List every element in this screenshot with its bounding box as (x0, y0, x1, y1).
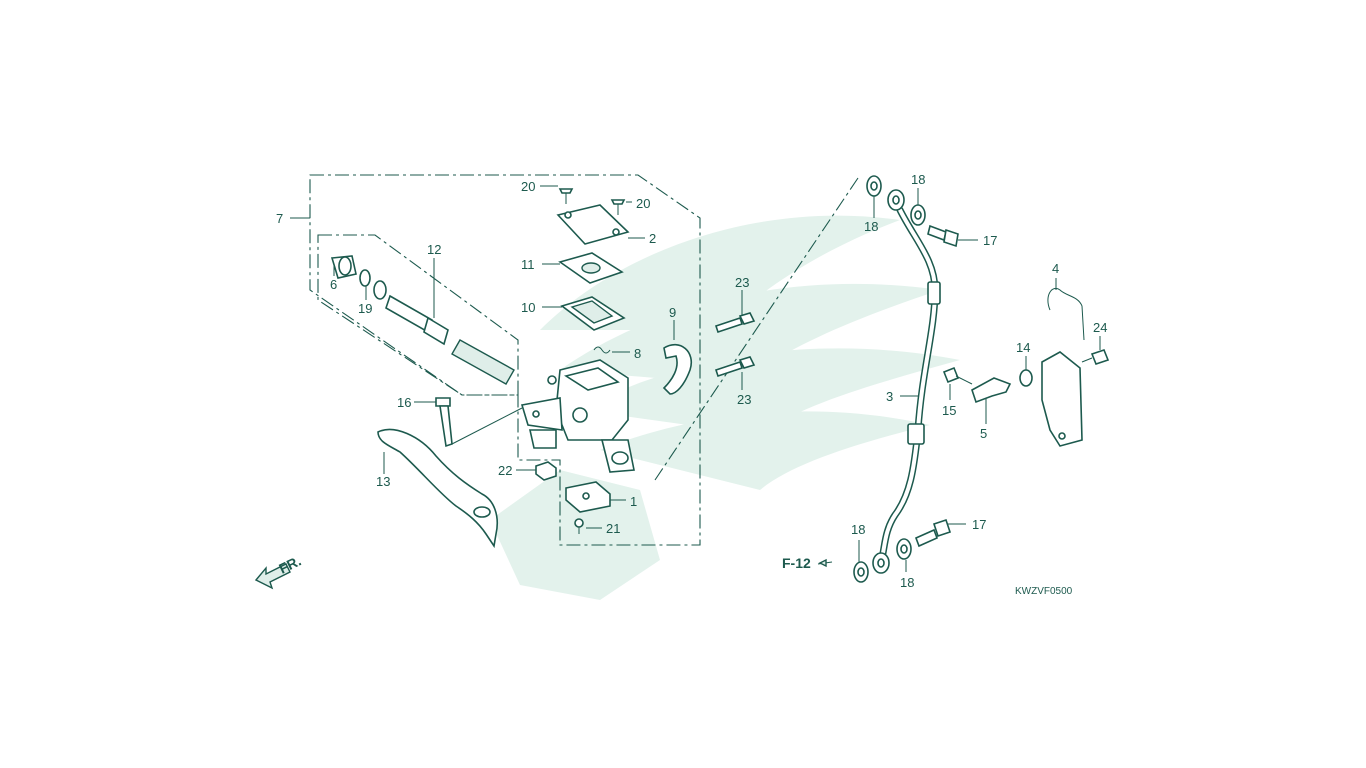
pivot-bolt-part-16 (435, 397, 523, 448)
washer-part-18a (866, 175, 882, 197)
label-part-16: 16 (397, 395, 411, 410)
circlip-part-19 (359, 269, 371, 287)
assembly-boundary-12 (317, 234, 519, 396)
hose-guide-part-5 (971, 377, 1012, 404)
label-part-12: 12 (427, 242, 441, 257)
label-part-7: 7 (276, 211, 283, 226)
bolt-part-23a (714, 312, 756, 334)
label-part-18c: 18 (851, 522, 865, 537)
label-part-17b: 17 (972, 517, 986, 532)
label-part-17a: 17 (983, 233, 997, 248)
oil-bolt-part-17a (927, 224, 959, 248)
label-part-1: 1 (630, 494, 637, 509)
reference-f12: F-12 (782, 555, 811, 571)
label-part-24: 24 (1093, 320, 1107, 335)
label-part-22: 22 (498, 463, 512, 478)
assembly-boundary-7 (309, 174, 701, 546)
label-part-19: 19 (358, 301, 372, 316)
label-part-18b: 18 (911, 172, 925, 187)
master-cylinder-body (520, 359, 635, 473)
label-part-3: 3 (886, 389, 893, 404)
screw-part-20b (610, 199, 626, 215)
label-part-8: 8 (634, 346, 641, 361)
label-part-6: 6 (330, 277, 337, 292)
hose-clip-part-4 (1047, 288, 1085, 341)
bolt-part-23b (714, 356, 756, 378)
label-part-18a: 18 (864, 219, 878, 234)
front-direction-arrow: FR. (254, 552, 304, 590)
plate-part-11 (558, 252, 624, 284)
label-part-10: 10 (521, 300, 535, 315)
label-part-5: 5 (980, 426, 987, 441)
hose-boundary (654, 177, 859, 481)
switch-part-1 (565, 481, 611, 513)
oil-bolt-part-17b (914, 518, 952, 548)
hose-upper-fitting (887, 189, 905, 211)
label-part-11: 11 (521, 257, 535, 272)
washer-piston (373, 280, 387, 300)
label-part-23b: 23 (737, 392, 751, 407)
boot-part-6 (330, 255, 357, 279)
screw-part-20 (558, 188, 574, 204)
washer-part-18c (853, 561, 869, 583)
reservoir-cap-part-2 (556, 204, 630, 245)
holder-part-9 (662, 343, 693, 395)
bracket-plate (1041, 351, 1083, 447)
diaphragm-part-10 (560, 296, 626, 331)
leader-lines (290, 185, 1101, 572)
washer-part-18d (896, 538, 912, 560)
label-part-4: 4 (1052, 261, 1059, 276)
bolt-part-15 (942, 366, 973, 385)
brake-lever-part-13 (377, 428, 498, 549)
clip-part-8 (593, 346, 611, 354)
collar-part-14 (1019, 369, 1033, 387)
washer-part-18b (910, 204, 926, 226)
label-part-18d: 18 (900, 575, 914, 590)
screw-part-21 (574, 518, 584, 534)
label-part-20a: 20 (521, 179, 535, 194)
bolt-part-24 (1081, 349, 1110, 365)
watermark-wing-logo (490, 215, 960, 600)
piston-set-part-12 (385, 294, 515, 385)
label-part-21: 21 (606, 521, 620, 536)
diagram-code: KWZVF0500 (1015, 586, 1073, 597)
label-part-13: 13 (376, 474, 390, 489)
nut-part-22 (535, 461, 557, 481)
label-part-23a: 23 (735, 275, 749, 290)
label-part-14: 14 (1016, 340, 1030, 355)
section-reference: F-12 (782, 555, 827, 571)
label-part-2: 2 (649, 231, 656, 246)
label-part-20b: 20 (636, 196, 650, 211)
label-part-9: 9 (669, 305, 676, 320)
label-part-15: 15 (942, 403, 956, 418)
brake-hose-part-3 (878, 206, 941, 562)
hose-lower-fitting (872, 552, 890, 574)
